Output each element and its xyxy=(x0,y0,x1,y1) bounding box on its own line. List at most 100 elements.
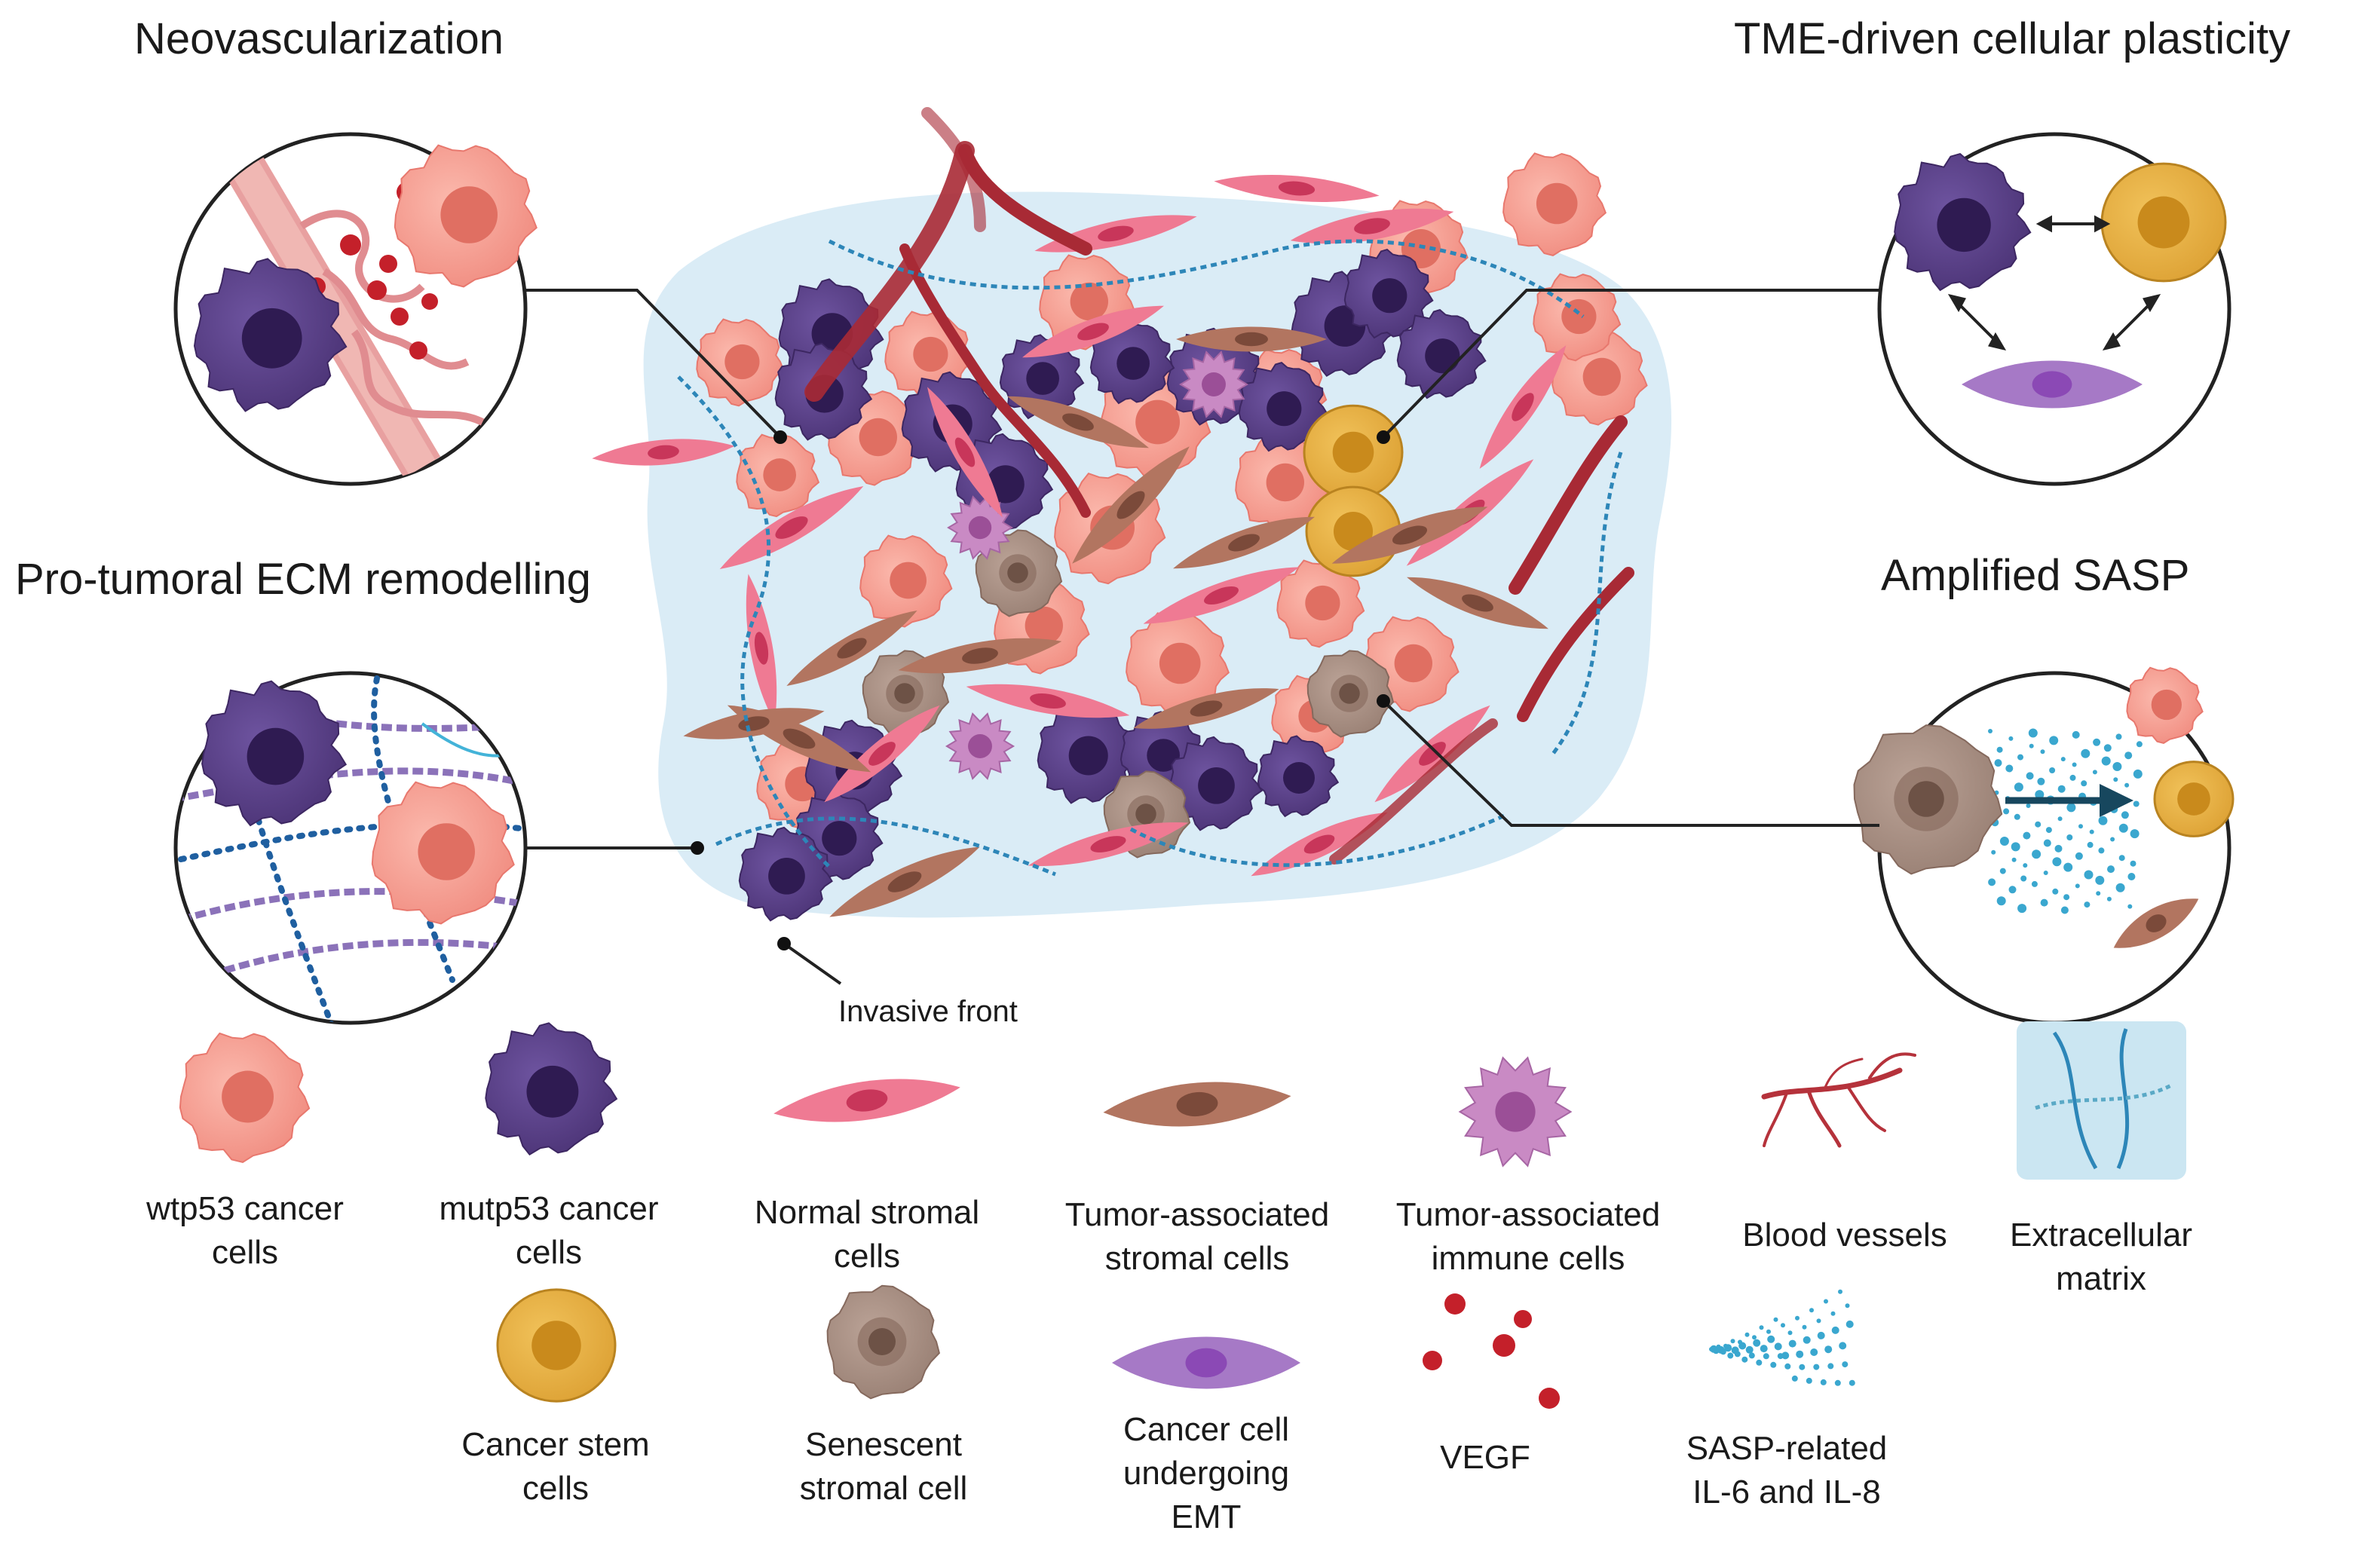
normal-stromal-cell xyxy=(927,387,1003,518)
amplified-sasp-title: Amplified SASP xyxy=(1881,551,2190,600)
normal-stromal-cell xyxy=(1290,208,1454,244)
ta-stromal-cell xyxy=(1173,516,1315,569)
normal-stromal-cell xyxy=(1374,705,1490,803)
ta-stromal-cell xyxy=(1133,688,1279,729)
cancer-stem-cell xyxy=(496,1288,617,1403)
invasive-front-label: Invasive front xyxy=(838,995,1018,1028)
immune-cell xyxy=(945,712,1015,780)
cancer-stem-cell xyxy=(1303,404,1404,500)
normal-stromal-cell xyxy=(1251,812,1388,877)
sasp-cells xyxy=(1853,666,2235,948)
emt-cell xyxy=(1962,360,2143,409)
tumor-ecm-fibers xyxy=(677,239,1623,877)
wtp53-cell xyxy=(859,534,953,628)
ta-stromal-cell xyxy=(786,611,917,686)
sasp-arrow xyxy=(2005,784,2133,817)
plasticity-arrows xyxy=(1947,215,2161,351)
cancer-stem-cell xyxy=(2153,761,2235,837)
ta-stromal-cell xyxy=(2113,898,2199,948)
ta-stromal-cell xyxy=(1176,326,1327,352)
neovascularization-title: Neovascularization xyxy=(134,14,504,63)
ta-stromal-cell xyxy=(898,638,1062,674)
tumor-blood-vessels xyxy=(804,107,1634,865)
cancer-stem-cell xyxy=(2100,162,2227,283)
wtp53-cell xyxy=(2126,666,2204,744)
wtp53-cell xyxy=(394,144,538,288)
ta-stromal-cell xyxy=(1407,577,1548,629)
ta-stromal-cell xyxy=(1331,507,1488,564)
neovascularization-cells xyxy=(193,144,538,412)
wtp53-cell xyxy=(179,1032,311,1163)
sasp-panel xyxy=(1853,666,2235,1025)
wtp53-cell xyxy=(1126,612,1230,716)
normal-stromal-cell xyxy=(592,439,735,466)
normal-stromal-cell xyxy=(824,705,940,803)
mutp53-cell xyxy=(193,258,348,412)
mutp53-cell xyxy=(1343,248,1434,339)
plasticity-title: TME-driven cellular plasticity xyxy=(1734,14,2291,63)
tumor-mass xyxy=(592,107,1672,922)
ecm-remodelling-panel xyxy=(173,671,528,1025)
immune-cell xyxy=(1178,350,1249,418)
neovascularization-panel xyxy=(173,132,538,486)
wtp53-cell xyxy=(1533,273,1622,362)
mutp53-cell xyxy=(738,826,833,922)
connector-dots xyxy=(691,430,1390,950)
ecm-remodelling-title: Pro-tumoral ECM remodelling xyxy=(15,555,591,604)
normal-stromal-cell xyxy=(746,574,777,723)
wtp53-cell xyxy=(736,433,820,518)
wtp53-cell xyxy=(371,781,515,925)
normal-stromal-cell xyxy=(719,486,864,569)
mutp53-cell xyxy=(1396,308,1487,399)
senescent-cell xyxy=(1306,650,1395,738)
normal-stromal-cell xyxy=(1028,822,1189,866)
plasticity-cells xyxy=(1894,152,2227,409)
immune-cell xyxy=(947,495,1013,560)
legend-vegf-label: VEGF xyxy=(1440,1439,1530,1476)
mutp53-cell xyxy=(1037,702,1138,804)
mutp53-cell xyxy=(1089,319,1175,405)
plasticity-panel xyxy=(1877,132,2231,486)
legend-sasp-icon xyxy=(1709,1289,1855,1386)
mutp53-cell xyxy=(201,680,348,827)
ta-stromal-cell xyxy=(1072,446,1190,564)
wtp53-cell xyxy=(1502,152,1607,256)
legend-ta-stromal-icon xyxy=(1103,1082,1291,1127)
wtp53-cell xyxy=(696,318,785,407)
legend-blood-vessels-icon xyxy=(1761,1052,1916,1148)
normal-stromal-cell xyxy=(966,684,1130,718)
normal-stromal-cell xyxy=(1143,567,1300,624)
legend-vegf-icon xyxy=(1423,1293,1560,1409)
mutp53-cell xyxy=(1238,361,1328,452)
legend-emt-icon xyxy=(1112,1336,1300,1389)
ta-stromal-cell xyxy=(1007,396,1149,448)
normal-stromal-cell xyxy=(1022,305,1164,358)
mutp53-cell xyxy=(485,1022,618,1156)
ta-stromal-cell xyxy=(829,846,980,917)
legend-blood-vessels-label: Blood vessels xyxy=(1742,1217,1947,1253)
sasp-dots xyxy=(1988,728,2143,914)
mutp53-cell xyxy=(1257,735,1340,818)
tumor-cell-cluster xyxy=(592,152,1648,922)
legend-normal-stromal-icon xyxy=(773,1079,960,1122)
normal-stromal-cell xyxy=(1214,175,1380,202)
immune-cell xyxy=(1458,1056,1573,1168)
senescent-cell xyxy=(826,1284,941,1400)
normal-stromal-cell xyxy=(1479,345,1567,469)
senescent-cell xyxy=(1853,724,2003,875)
legend-icons xyxy=(179,1022,1573,1403)
panel-connectors xyxy=(525,289,1879,985)
mutp53-cell xyxy=(1894,152,2032,292)
legend-ecm-icon xyxy=(2017,1021,2186,1180)
